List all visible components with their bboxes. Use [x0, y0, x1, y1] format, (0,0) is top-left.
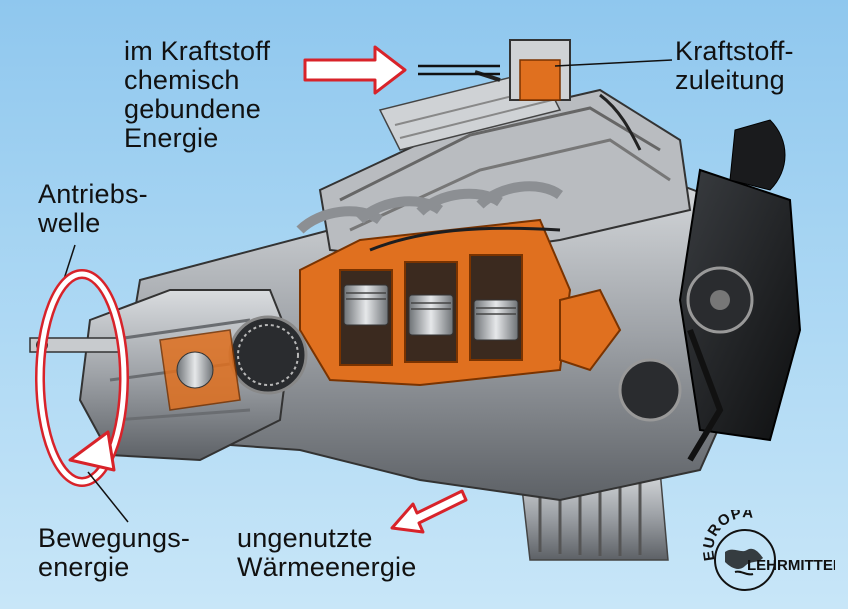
- label-line: im Kraftstoff: [124, 36, 271, 66]
- label-line: ungenutzte: [237, 523, 373, 553]
- label-line: energie: [38, 552, 130, 582]
- label-fuel-line: Kraftstoff- zuleitung: [675, 37, 794, 95]
- arrow-right-icon: [303, 45, 407, 95]
- label-drive-shaft: Antriebs- welle: [38, 180, 148, 238]
- label-waste-heat: ungenutzte Wärmeenergie: [237, 524, 416, 582]
- cylinder-cutaway: [299, 218, 622, 387]
- intake-manifold: [296, 181, 563, 252]
- logo-bottom-text: LEHRMITTEL: [747, 557, 835, 574]
- label-line: chemisch: [124, 65, 240, 95]
- label-line: Bewegungs-: [38, 523, 191, 553]
- cooling-fan: [618, 119, 802, 462]
- label-line: gebundene: [124, 94, 261, 124]
- arrow-down-left-icon: [390, 489, 468, 534]
- fuel-line-leader: [418, 59, 673, 76]
- label-line: zuleitung: [675, 65, 785, 95]
- rotation-arrow-icon: [35, 269, 129, 487]
- gearbox: [78, 289, 308, 462]
- label-line: Wärmeenergie: [237, 552, 417, 582]
- label-kinetic-energy: Bewegungs- energie: [38, 524, 190, 582]
- label-line: welle: [38, 208, 101, 238]
- label-line: Energie: [124, 123, 219, 153]
- europa-lehrmittel-logo: EUROPA LEHRMITTEL: [700, 510, 835, 591]
- label-line: Antriebs-: [38, 179, 148, 209]
- label-fuel-energy: im Kraftstoff chemisch gebundene Energie: [124, 37, 270, 153]
- kinetic-energy-leader: [87, 471, 129, 523]
- fuel-pump: [474, 39, 642, 151]
- label-line: Kraftstoff-: [675, 36, 794, 66]
